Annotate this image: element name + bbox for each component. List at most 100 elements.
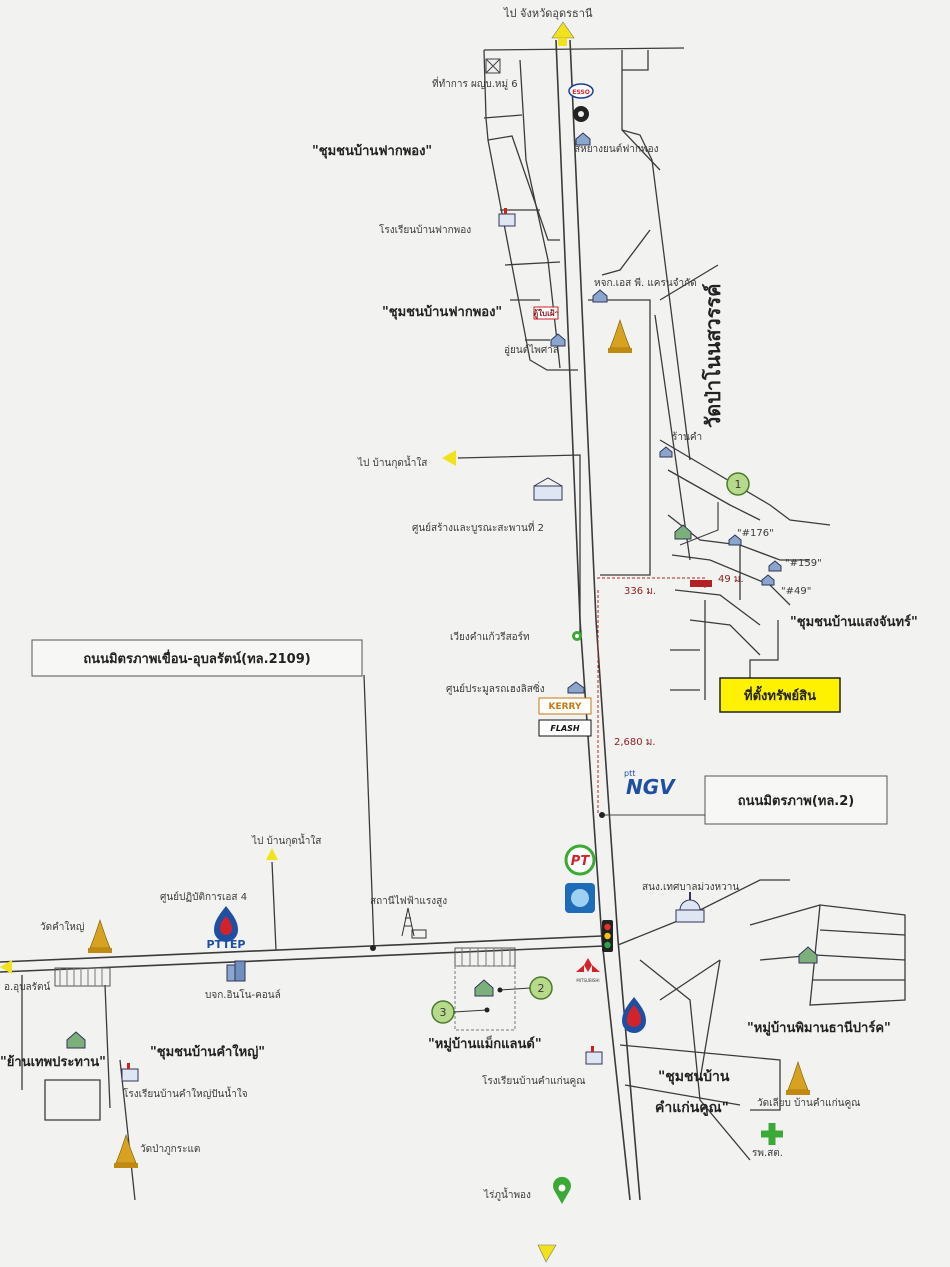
ptt-station-icon bbox=[622, 997, 646, 1033]
badge-2: 2 bbox=[529, 976, 553, 1000]
arrow-to-ban-kut-icon bbox=[442, 450, 456, 466]
label-rai-phong: ไร่ภูน้ำพอง bbox=[483, 1187, 531, 1201]
location-pin-icon bbox=[553, 1176, 571, 1204]
ubonrat-block bbox=[54, 967, 111, 987]
municipality-icon bbox=[675, 892, 705, 923]
site-marker-line bbox=[679, 502, 719, 546]
label-wat-pa: วัดป่าโนนสวรรค์ bbox=[701, 283, 725, 428]
svg-text:3: 3 bbox=[440, 1006, 447, 1019]
label-school-fakphong: โรงเรียนบ้านฟากพอง bbox=[379, 223, 471, 236]
label-to-ban-kut: ไป บ้านกุดน้ำใส bbox=[357, 455, 427, 469]
mitsubishi-logo: MITSUBISHI bbox=[576, 958, 600, 983]
label-office-village6: ที่ทำการ ผญบ.หมู่ 6 bbox=[432, 76, 518, 90]
label-sahayang: สหยางยนต์ฟากพอง bbox=[574, 143, 659, 155]
pt-station-logo: PT bbox=[564, 844, 596, 876]
label-shop-kham: ร้านคำ bbox=[672, 431, 702, 443]
label-h159: "#159" bbox=[785, 558, 822, 569]
flash-logo: FLASH bbox=[538, 719, 592, 737]
property-parcel bbox=[690, 580, 712, 587]
house-icon bbox=[798, 946, 818, 964]
house-icon bbox=[659, 446, 673, 458]
house-icon bbox=[550, 333, 566, 347]
school-icon bbox=[498, 208, 516, 227]
label-village-phiman: "หมู่บ้านพิมานธานีปาร์ค" bbox=[747, 1020, 891, 1036]
house-icon bbox=[474, 979, 494, 997]
gas-station-icon bbox=[565, 883, 595, 913]
label-to-udon: ไป จังหวัดอุดรธานี bbox=[503, 7, 593, 20]
temple-icon bbox=[786, 1061, 810, 1095]
label-village-max: "หมู่บ้านแม็กแลนด์" bbox=[428, 1034, 542, 1052]
badge-1: 1 bbox=[726, 472, 750, 496]
label-hjk-sp: หจก.เอส พี. แครนจำกัด bbox=[594, 277, 697, 289]
badge-3: 3 bbox=[431, 1000, 455, 1024]
label-pttep-center: ศูนย์ปฏิบัติการเอส 4 bbox=[160, 891, 247, 903]
svg-text:MITSUBISHI: MITSUBISHI bbox=[576, 978, 599, 983]
kerry-logo: KERRY bbox=[538, 697, 592, 715]
label-community-kham-yai: "ชุมชนบ้านคำใหญ่" bbox=[150, 1043, 265, 1060]
house-icon bbox=[592, 289, 608, 303]
heng-leasing-icon bbox=[567, 681, 585, 694]
label-rph: รพ.สต. bbox=[752, 1148, 783, 1159]
sw-blocks bbox=[21, 674, 375, 1201]
svg-text:1: 1 bbox=[735, 478, 742, 491]
label-municipality: สนง.เทศบาลม่วงหวาน bbox=[642, 882, 739, 893]
traffic-light-icon bbox=[602, 920, 613, 952]
label-ubonrat: อ.อุบลรัตน์ bbox=[4, 981, 51, 993]
label-dist-2680: 2,680 ม. bbox=[614, 737, 656, 748]
badge-3-pointer bbox=[453, 1009, 488, 1013]
svg-text:ตู้ใบเฝ้า: ตู้ใบเฝ้า bbox=[533, 308, 559, 319]
power-station-icon bbox=[401, 907, 427, 939]
svg-text:ptt: ptt bbox=[624, 769, 635, 778]
svg-text:KERRY: KERRY bbox=[548, 702, 581, 712]
label-road-mittraphap-box: ถนนมิตรภาพ(ทล.2) bbox=[704, 775, 888, 825]
building-icon bbox=[226, 960, 246, 982]
house-icon bbox=[66, 1031, 86, 1049]
arrow-south-icon bbox=[537, 1244, 557, 1263]
label-community-kham-kaen-1: "ชุมชนบ้าน bbox=[658, 1069, 730, 1085]
road-2109-label: ถนนมิตรภาพเขื่อน-อุบลรัตน์(ทล.2109) bbox=[83, 649, 310, 667]
house-icon bbox=[761, 574, 775, 586]
label-power-station: สถานีไฟฟ้าแรงสูง bbox=[370, 895, 447, 907]
callout-line bbox=[749, 620, 779, 678]
temple-icon bbox=[114, 1134, 138, 1168]
highway-mittraphap bbox=[555, 39, 641, 1201]
school-icon bbox=[585, 1046, 603, 1065]
label-wat-liap: วัดเลียบ บ้านคำแก่นคูณ bbox=[757, 1097, 860, 1109]
label-community-saengchan: "ชุมชนบ้านแสงจันทร์" bbox=[790, 614, 918, 630]
supercheap-icon: ตู้ใบเฝ้า bbox=[533, 306, 559, 320]
max-land-box bbox=[454, 947, 516, 1031]
svg-text:2: 2 bbox=[538, 982, 545, 995]
label-school-kham-yai: โรงเรียนบ้านคำใหญ่ปันน้ำใจ bbox=[123, 1086, 248, 1100]
temple-icon bbox=[608, 319, 632, 353]
house-icon bbox=[674, 524, 692, 540]
svg-text:PT: PT bbox=[571, 854, 591, 869]
school-icon bbox=[121, 1063, 139, 1082]
label-wat-pa-phu: วัดป่าภูกระแต bbox=[140, 1144, 200, 1155]
property-site-label: ที่ตั้งทรัพย์สิน bbox=[744, 685, 816, 704]
tire-icon bbox=[573, 106, 589, 122]
se-blocks bbox=[617, 879, 906, 1161]
svg-text:FLASH: FLASH bbox=[550, 724, 580, 733]
label-village-thep: "ย้านเทพประทาน" bbox=[0, 1054, 106, 1070]
arrow-west-icon bbox=[0, 960, 12, 974]
label-community-fakphong-1: "ชุมชนบ้านฟากพอง" bbox=[312, 143, 432, 159]
label-to-ban-kut-2: ไป บ้านกุดน้ำใส bbox=[251, 833, 321, 847]
label-dist-49: 49 ม. bbox=[718, 574, 744, 585]
label-h176: "#176" bbox=[737, 528, 774, 539]
road-to-ban-kut bbox=[457, 454, 581, 635]
label-road-2109-box: ถนนมิตรภาพเขื่อน-อุบลรัตน์(ทล.2109) bbox=[31, 639, 363, 677]
label-bkj-innocon: บจก.อินโน-คอนล์ bbox=[205, 988, 281, 1001]
saengchan-blocks bbox=[659, 439, 831, 700]
location-pin-icon bbox=[572, 631, 582, 641]
esso-icon: ESSO bbox=[568, 83, 594, 99]
badge-2-pointer bbox=[499, 987, 531, 991]
label-community-fakphong-2: "ชุมชนบ้านฟากพอง" bbox=[382, 304, 502, 320]
svg-text:NGV: NGV bbox=[626, 775, 676, 799]
hospital-icon bbox=[761, 1123, 783, 1145]
label-h49: "#49" bbox=[781, 586, 811, 597]
label-dist-336: 336 ม. bbox=[624, 586, 656, 597]
temple-icon bbox=[88, 919, 112, 953]
svg-text:PTTEP: PTTEP bbox=[207, 938, 246, 951]
